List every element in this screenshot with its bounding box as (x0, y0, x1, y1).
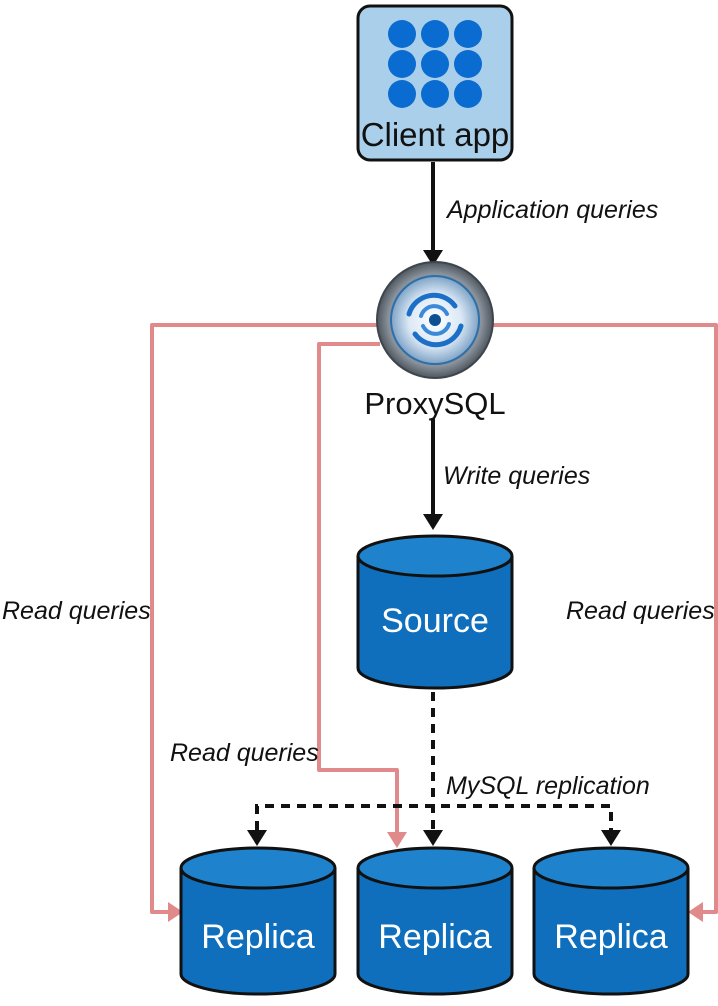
client-app-node: Client app (356, 4, 514, 162)
write-arrows (423, 162, 443, 530)
proxysql-label: ProxySQL (364, 386, 505, 421)
replication-arrowhead-middle (423, 830, 443, 846)
replica-middle-cylinder: Replica (356, 846, 514, 996)
proxysql-swirl-logo (376, 261, 494, 379)
replica-right-label: Replica (554, 918, 667, 956)
replica-left-cylinder: Replica (179, 846, 337, 996)
replica-right-cylinder: Replica (532, 846, 690, 996)
replication-branch (255, 804, 613, 830)
read-arrow-middle-line (317, 342, 399, 834)
write-queries-arrowhead (423, 514, 443, 530)
replication-arrowheads (247, 830, 621, 846)
application-queries-label: Application queries (445, 196, 658, 224)
read-arrow-left-line (150, 323, 380, 914)
read-queries-left-label: Read queries (2, 597, 151, 625)
replication-arrowhead-left (247, 830, 267, 846)
write-queries-label: Write queries (443, 462, 590, 490)
read-queries-arrows (150, 323, 718, 914)
read-arrowhead-left (168, 902, 183, 922)
client-app-label: Client app (361, 116, 510, 153)
read-arrow-right-line (490, 323, 718, 914)
read-arrowhead-middle (387, 832, 407, 848)
replica-middle-label: Replica (378, 918, 491, 956)
read-queries-right-label: Read queries (566, 597, 715, 625)
replica-left-label: Replica (201, 918, 314, 956)
source-label: Source (381, 602, 489, 640)
source-cylinder: Source (356, 534, 514, 690)
replication-arrows (255, 692, 613, 830)
read-arrowheads (168, 832, 703, 922)
read-arrowhead-right (688, 902, 703, 922)
read-queries-middle-label: Read queries (170, 739, 319, 767)
mysql-replication-label: MySQL replication (446, 772, 650, 800)
grid-of-dots-icon (388, 20, 482, 108)
application-queries-arrowhead (423, 250, 443, 266)
proxysql-node: ProxySQL (364, 261, 506, 421)
replication-arrowhead-right (601, 830, 621, 846)
